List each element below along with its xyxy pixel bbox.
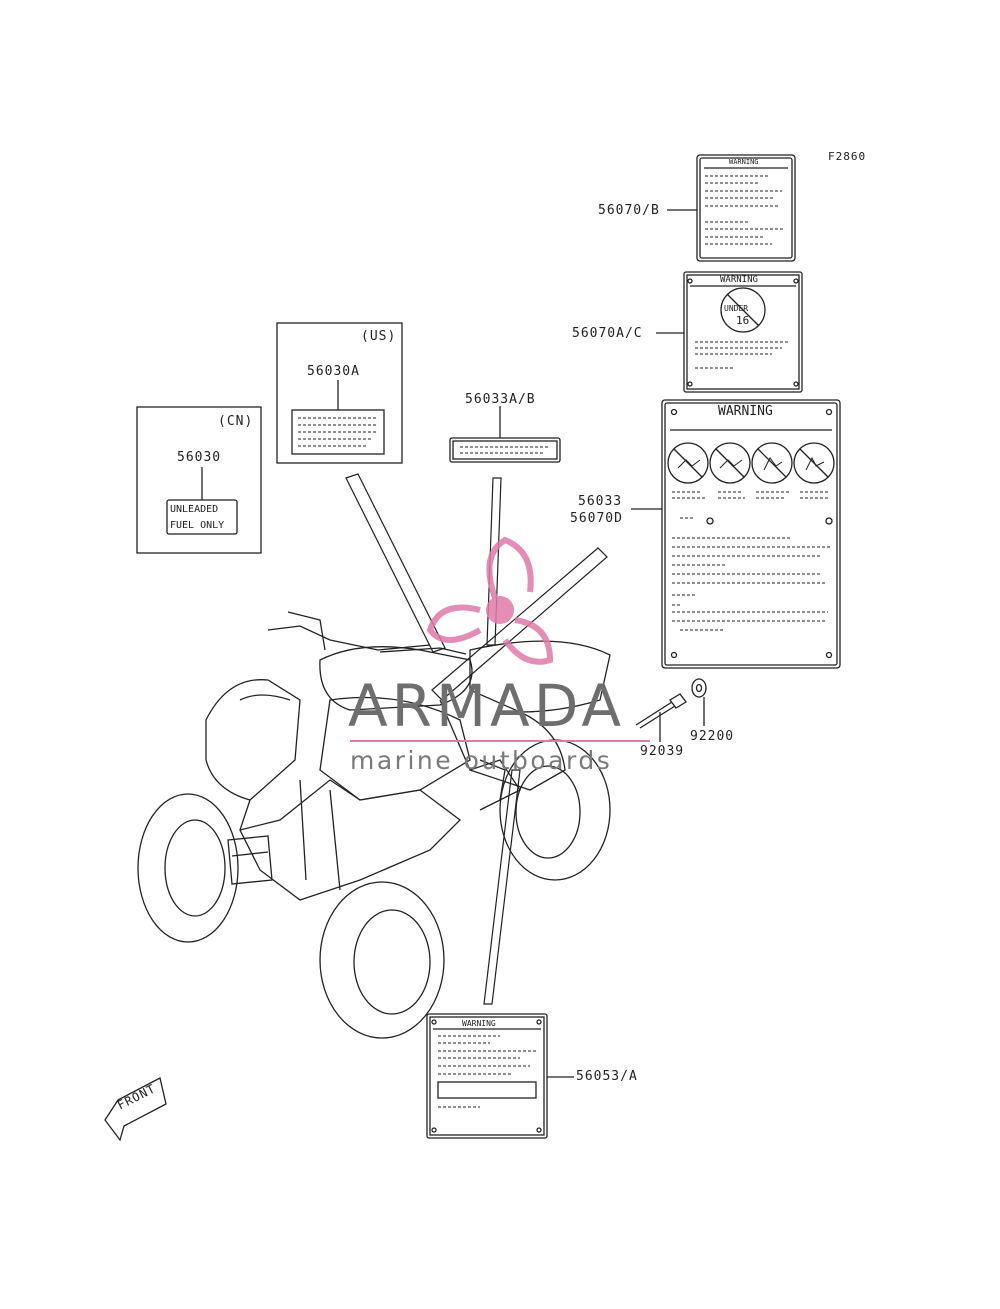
part-number-56070d: 56070D [570,511,623,526]
label-56053a [426,1013,574,1139]
prohibition-icons [667,442,835,484]
leader-stripes [345,473,608,1005]
figure-code: F2860 [828,150,867,163]
age-text: 16 [736,314,750,327]
watermark-logo-icon [426,536,554,665]
region-cn: (CN) [218,414,254,429]
warning-header-56033: WARNING [718,404,773,419]
label-56030-box [136,406,262,554]
warning-header-56070ac: WARNING [720,275,758,285]
label-56070b [667,154,796,262]
part-number-92039: 92039 [640,744,685,759]
part-number-56070ac: 56070A/C [572,326,643,341]
warning-header-56070b: WARNING [729,158,759,166]
watermark-brand: ARMADA [348,672,626,740]
label-56030a-box [276,322,403,464]
rivet-92039 [635,693,687,742]
front-arrow [104,1077,167,1142]
part-number-56053a: 56053/A [576,1069,638,1084]
part-number-56030: 56030 [177,450,222,465]
part-number-92200: 92200 [690,729,735,744]
region-us: (US) [361,329,397,344]
unleaded-text: UNLEADED [170,504,219,515]
part-number-56070b: 56070/B [598,203,660,218]
part-number-56033ab: 56033A/B [465,392,536,407]
watermark-tagline: marine outboards [350,746,613,775]
label-56033ab [449,406,561,463]
part-number-56033: 56033 [578,494,623,509]
under-text: UNDER [724,304,749,313]
label-56033-56070d [631,399,841,669]
watermark-logo-hub-icon [486,596,514,624]
warning-header-56053a: WARNING [462,1019,496,1028]
fuel-only-text: FUEL ONLY [170,520,225,531]
label-56070ac [656,271,803,393]
part-number-56030a: 56030A [307,364,360,379]
atv-illustration [137,611,611,1039]
washer-92200 [691,678,707,726]
